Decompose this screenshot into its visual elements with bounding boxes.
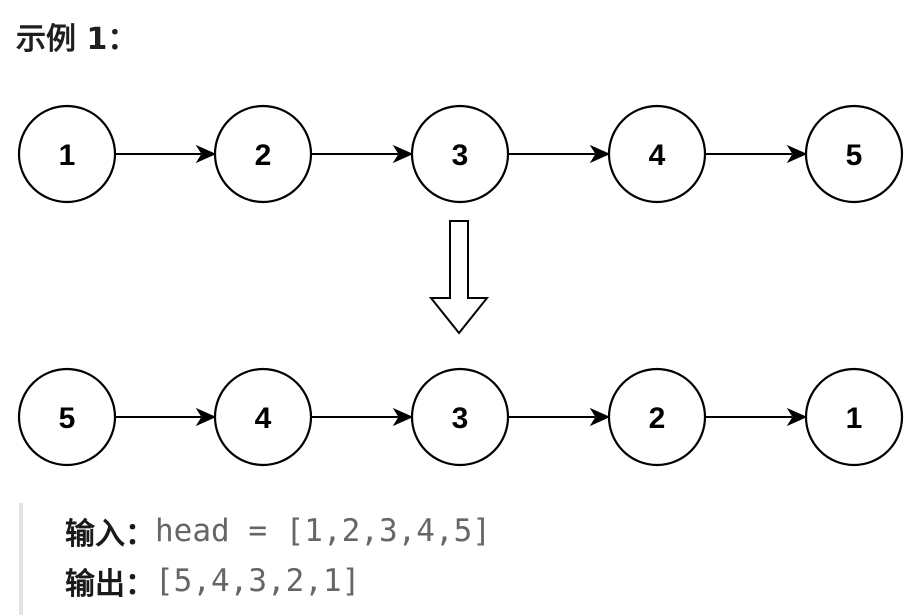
after-node-5 <box>804 367 904 467</box>
example-heading: 示例 1： <box>16 22 138 57</box>
before-node-label: 2 <box>255 139 272 172</box>
before-node-label: 3 <box>452 139 469 172</box>
after-node-label: 2 <box>649 402 666 435</box>
before-edge-arrowhead <box>392 144 414 164</box>
input-line: 输入：head = [1,2,3,4,5] <box>65 509 491 553</box>
after-list-row: 5 4 3 2 1 <box>17 367 904 467</box>
after-node-label: 1 <box>846 402 863 435</box>
output-value: [5,4,3,2,1] <box>155 563 361 599</box>
input-value: head = [1,2,3,4,5] <box>155 513 491 549</box>
output-line: 输出：[5,4,3,2,1] <box>65 559 360 603</box>
before-node-label: 5 <box>846 139 863 172</box>
before-list-row: 1 2 3 4 5 <box>17 104 904 204</box>
before-edge-arrowhead <box>589 144 611 164</box>
after-edge-arrowhead <box>589 407 611 427</box>
input-label: 输入： <box>65 517 155 552</box>
after-node-label: 3 <box>452 402 469 435</box>
before-node-label: 1 <box>59 139 76 172</box>
before-node-5 <box>804 104 904 204</box>
linked-list-diagram: 1 2 3 4 5 5 4 3 2 1 <box>17 104 904 467</box>
before-node-label: 4 <box>649 139 666 172</box>
after-edge-arrowhead <box>392 407 414 427</box>
before-edge-arrowhead <box>786 144 808 164</box>
after-edge-arrowhead <box>786 407 808 427</box>
after-edge-arrowhead <box>195 407 217 427</box>
after-node-label: 4 <box>255 402 272 435</box>
before-edge-arrowhead <box>195 144 217 164</box>
after-node-label: 5 <box>59 402 76 435</box>
transform-down-arrow <box>428 220 490 335</box>
io-example-block: 输入：head = [1,2,3,4,5] 输出：[5,4,3,2,1] <box>19 503 903 615</box>
output-label: 输出： <box>65 567 155 602</box>
